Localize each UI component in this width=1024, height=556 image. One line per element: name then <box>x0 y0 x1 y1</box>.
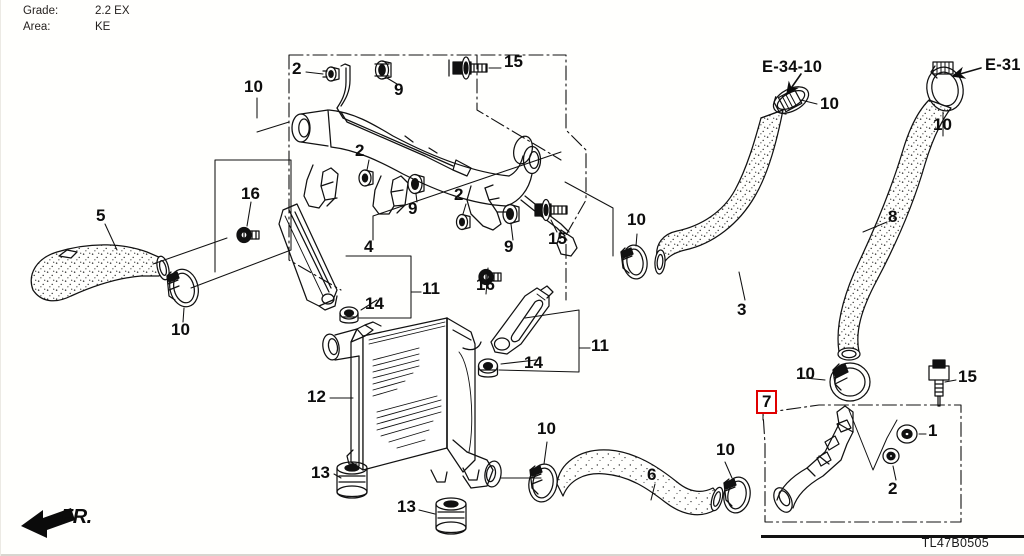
part-16-bolt-b <box>478 268 502 286</box>
part-16-bolt-a <box>236 226 260 244</box>
callout-14-b[interactable]: 14 <box>524 353 543 372</box>
part-10-clamp-b <box>166 268 199 308</box>
callout-2-d[interactable]: 2 <box>888 479 898 498</box>
callout-7-selected[interactable]: 7 <box>756 390 778 414</box>
reference-link-e-31[interactable]: E-31 <box>985 56 1021 74</box>
grade-label: Grade: <box>23 5 59 17</box>
callout-11-b[interactable]: 11 <box>591 336 609 355</box>
callout-13-b[interactable]: 13 <box>397 497 416 516</box>
front-direction-label: FR. <box>61 506 92 528</box>
callout-10-b[interactable]: 10 <box>171 320 190 339</box>
part-15-sensor <box>928 359 950 407</box>
callout-9-c[interactable]: 9 <box>504 237 514 256</box>
part-9-bushing-c <box>502 203 520 225</box>
callout-2-c[interactable]: 2 <box>454 185 464 204</box>
callout-10-f[interactable]: 10 <box>820 94 839 113</box>
callout-8[interactable]: 8 <box>888 207 898 226</box>
part-10-clamp-h <box>829 362 871 402</box>
part-14-bushing-a <box>339 306 359 324</box>
part-2-grommet-a <box>322 66 340 82</box>
part-2-grommet-d <box>882 447 900 465</box>
reference-arrows <box>785 66 982 96</box>
area-value: KE <box>95 21 111 33</box>
callout-6[interactable]: 6 <box>647 465 657 484</box>
part-10-clamp-e <box>620 244 648 280</box>
callout-10-c[interactable]: 10 <box>537 419 556 438</box>
callout-9-a[interactable]: 9 <box>394 80 404 99</box>
leader-lines <box>104 67 957 515</box>
callout-5[interactable]: 5 <box>96 206 106 225</box>
callout-2-a[interactable]: 2 <box>292 59 302 78</box>
callout-10-e[interactable]: 10 <box>627 210 646 229</box>
callout-14-a[interactable]: 14 <box>365 294 384 313</box>
grade-row: Grade: 2.2 EX <box>23 3 130 19</box>
part-9-bushing-a <box>374 60 392 80</box>
reference-link-e-34-10[interactable]: E-34-10 <box>762 58 823 76</box>
callout-2-b[interactable]: 2 <box>355 141 365 160</box>
fr-arrow-icon <box>21 508 75 538</box>
part-7-pipe <box>773 405 898 513</box>
grade-value: 2.2 EX <box>95 5 130 17</box>
part-1-grommet <box>896 424 918 444</box>
page-bottom-border <box>1 554 1024 556</box>
callout-4[interactable]: 4 <box>364 237 374 256</box>
part-6-air-hose <box>556 449 724 516</box>
callout-15-b[interactable]: 15 <box>548 229 567 248</box>
part-10-clamp-g <box>926 61 964 112</box>
part-2-grommet-b <box>358 169 374 187</box>
callout-10-g[interactable]: 10 <box>933 115 952 134</box>
footer-rule <box>761 535 1024 538</box>
part-4-intake-pipe <box>291 63 578 257</box>
callout-11-a[interactable]: 11 <box>422 279 440 298</box>
part-11-stay-a <box>278 203 338 311</box>
part-15-bolt-a <box>448 56 488 80</box>
part-8-air-hose <box>837 99 952 361</box>
callout-15-a[interactable]: 15 <box>504 52 523 71</box>
callout-1[interactable]: 1 <box>928 421 938 440</box>
part-12-intercooler <box>322 317 502 489</box>
area-label: Area: <box>23 21 51 33</box>
callout-13-a[interactable]: 13 <box>311 463 330 482</box>
callout-9-b[interactable]: 9 <box>408 199 418 218</box>
callout-16-a[interactable]: 16 <box>241 184 260 203</box>
part-14-bushing-b <box>477 358 499 378</box>
callout-15-c[interactable]: 15 <box>958 367 977 386</box>
area-row: Area: KE <box>23 19 130 35</box>
callout-10-a[interactable]: 10 <box>244 77 263 96</box>
callout-16-b[interactable]: 16 <box>476 275 495 294</box>
callout-12[interactable]: 12 <box>307 387 326 406</box>
drawing-code: TL47B0505 <box>921 536 989 550</box>
part-10-clamp-d <box>723 476 751 514</box>
part-5-air-hose <box>30 244 170 302</box>
callout-10-h[interactable]: 10 <box>796 364 815 383</box>
part-11-stay-b <box>490 285 554 355</box>
callout-3[interactable]: 3 <box>737 300 747 319</box>
part-10-clamp-c <box>528 463 558 503</box>
part-13-cushion-a <box>336 461 368 499</box>
part-13-cushion-b <box>435 497 467 535</box>
vehicle-meta: Grade: 2.2 EX Area: KE <box>23 3 130 35</box>
callout-box-part-7 <box>762 404 962 523</box>
part-15-bolt-b <box>534 198 568 222</box>
part-2-grommet-c <box>455 213 471 231</box>
part-9-bushing-b <box>407 173 425 195</box>
part-3-air-hose <box>654 109 784 275</box>
front-direction-indicator: FR. <box>19 500 115 544</box>
callout-10-d[interactable]: 10 <box>716 440 735 459</box>
callout-box-intake-pipe <box>288 54 587 301</box>
